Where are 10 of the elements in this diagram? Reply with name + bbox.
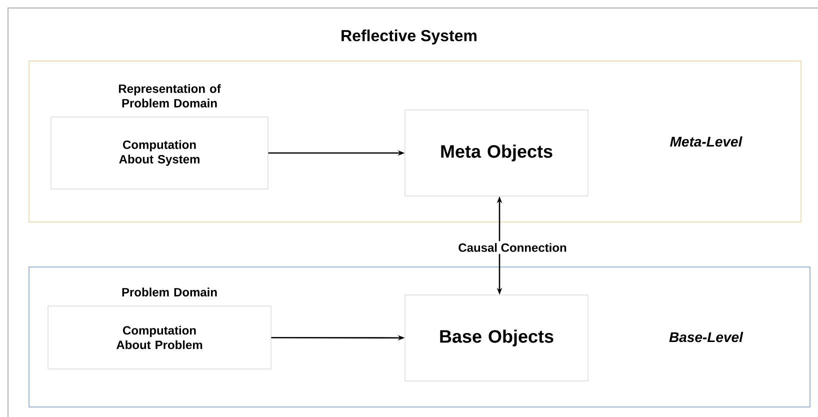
edge-label: Causal Connection [456,241,569,254]
title: Reflective System [342,30,476,44]
object-box: Meta Objects [404,110,588,196]
object-box: Base Objects [404,294,588,382]
domain-heading: Problem Domain [122,288,217,296]
level-label: Meta-Level [670,136,742,147]
computation-box: Computation About Problem [48,306,272,370]
computation-box: Computation About System [50,116,268,190]
level-label: Base-Level [669,332,744,342]
domain-heading: Representation of Problem Domain [118,84,221,108]
